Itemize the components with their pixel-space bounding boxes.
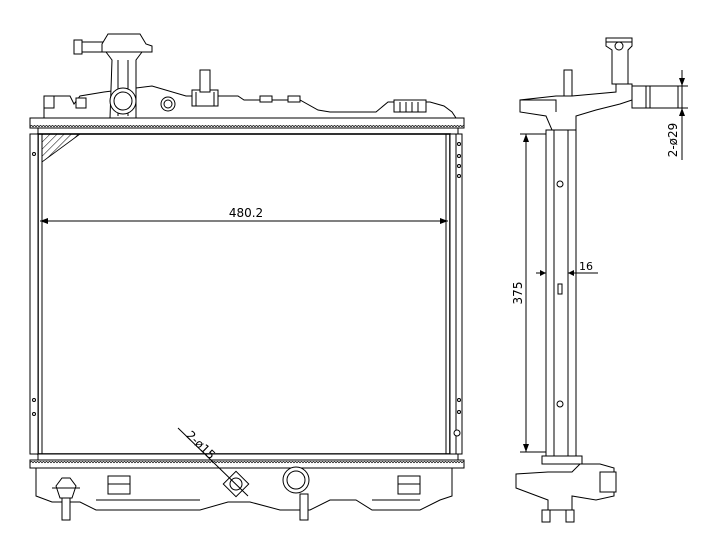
side-filler-neck	[605, 37, 633, 85]
lower-stud	[299, 493, 309, 521]
filler-neck	[73, 33, 153, 119]
sensor-boss	[160, 96, 176, 112]
bracket-block	[393, 99, 427, 113]
width-dimension: 480.2	[40, 206, 448, 224]
top-tank	[29, 69, 465, 135]
thickness-dimension-label: 16	[579, 260, 593, 273]
left-side-plate	[29, 133, 39, 455]
radiator-core	[29, 133, 463, 455]
thickness-dimension: 16	[536, 260, 598, 276]
mount-stud	[199, 69, 211, 93]
side-top-tank	[519, 83, 633, 131]
radiator-cap	[101, 33, 153, 53]
lower-mount-right	[397, 475, 421, 495]
fin-detail	[41, 133, 82, 163]
height-dimension-label: 375	[511, 282, 525, 305]
height-dimension: 375	[511, 133, 546, 453]
width-dimension-label: 480.2	[229, 206, 263, 220]
side-inlet-pipe	[631, 85, 679, 109]
inlet-dimension: 2-ø29	[666, 70, 688, 160]
lower-mount-left	[107, 475, 131, 495]
front-view: 480.2 2-ø15	[29, 33, 465, 521]
side-bottom-tank	[515, 463, 615, 511]
inlet-dimension-label: 2-ø29	[666, 123, 680, 158]
bottom-tank	[29, 453, 465, 521]
side-view: 16 375 2-ø29	[511, 37, 688, 523]
